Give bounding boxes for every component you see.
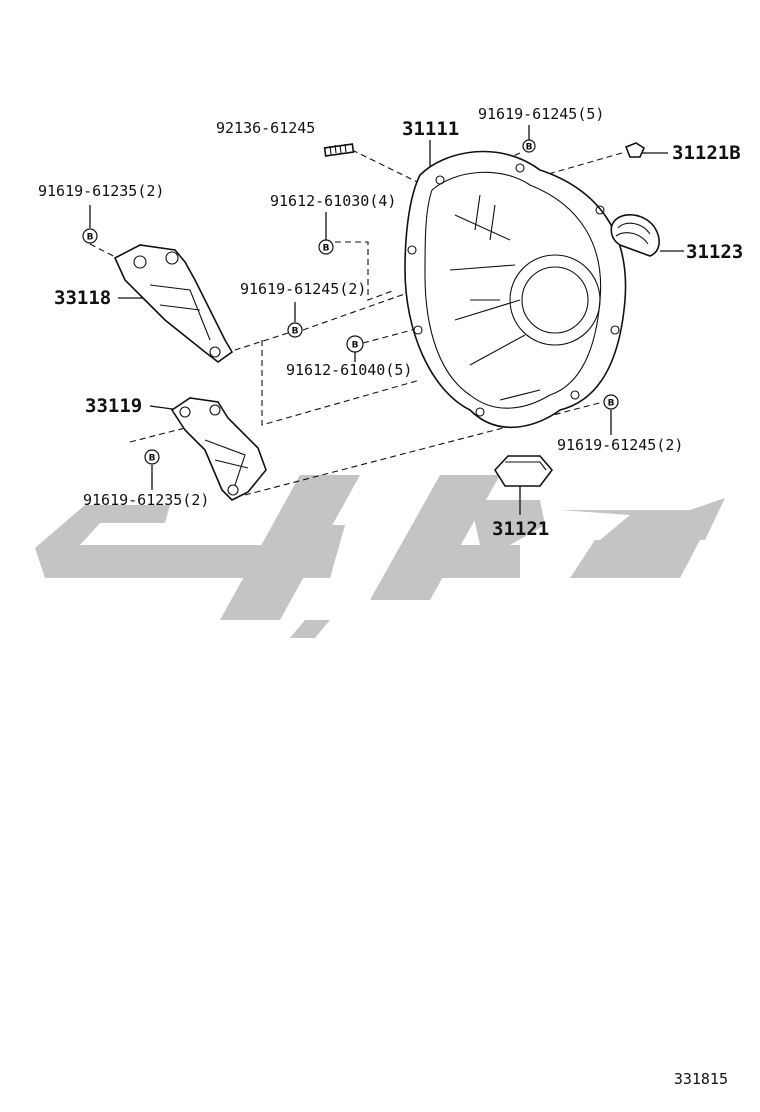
- bolt-marker-right: B: [603, 394, 619, 410]
- label-92136-61245: 92136-61245: [216, 119, 315, 137]
- label-33119: 33119: [85, 395, 142, 417]
- label-91619-61235-2-top: 91619-61235(2): [38, 182, 164, 200]
- stud-bolt-icon: [323, 143, 355, 157]
- svg-text:B: B: [149, 454, 156, 464]
- watermark-logo: [35, 475, 725, 638]
- svg-text:B: B: [352, 341, 359, 351]
- bolt-marker-top-right: B: [522, 139, 536, 153]
- bolt-marker-91612-61030: B: [318, 239, 334, 255]
- label-91619-61245-5: 91619-61245(5): [478, 105, 604, 123]
- bolt-marker-mid: B: [287, 322, 303, 338]
- label-33118: 33118: [54, 287, 111, 309]
- svg-text:B: B: [87, 233, 94, 243]
- bolt-marker-left-bottom: B: [144, 449, 160, 465]
- transmission-housing-icon: [404, 150, 627, 429]
- label-91619-61235-2-bottom: 91619-61235(2): [83, 491, 209, 509]
- svg-text:B: B: [323, 244, 330, 254]
- label-31111: 31111: [402, 118, 459, 140]
- bracket-33118-icon: [113, 244, 234, 363]
- diagram-code: 331815: [673, 1070, 728, 1088]
- cover-31123-icon: [610, 214, 660, 257]
- label-91619-61245-2-right: 91619-61245(2): [557, 436, 683, 454]
- label-91612-61040-5: 91612-61040(5): [286, 361, 412, 379]
- svg-text:B: B: [608, 399, 615, 409]
- svg-text:B: B: [292, 327, 299, 337]
- plug-31121-icon: [493, 455, 554, 487]
- svg-text:B: B: [526, 143, 533, 153]
- label-31121b: 31121B: [672, 142, 741, 164]
- bracket-33119-icon: [170, 397, 267, 501]
- label-91619-61245-2-mid: 91619-61245(2): [240, 280, 366, 298]
- bolt-marker-left-top: B: [82, 228, 98, 244]
- label-31121: 31121: [492, 518, 549, 540]
- bolt-marker-91612-61040: B: [346, 335, 364, 353]
- label-91612-61030-4: 91612-61030(4): [270, 192, 396, 210]
- plug-31121b-icon: [624, 142, 646, 158]
- label-31123: 31123: [686, 241, 743, 263]
